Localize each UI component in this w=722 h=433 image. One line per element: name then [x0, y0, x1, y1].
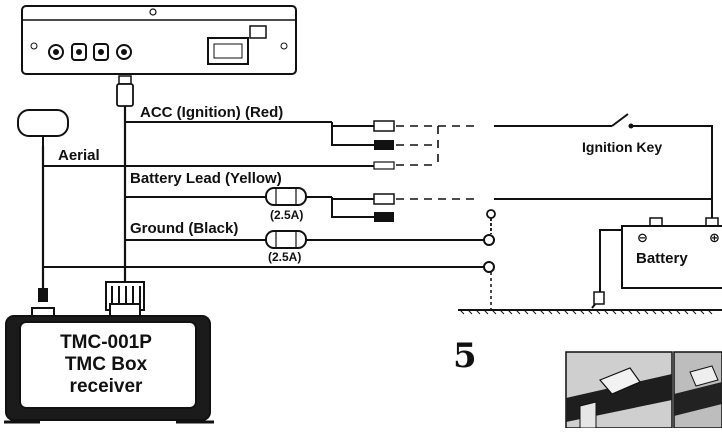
installation-photo — [673, 351, 722, 429]
fuse-holder-icon — [265, 230, 307, 249]
din-connector-icon — [93, 43, 109, 61]
receiver-model: TMC-001P — [60, 332, 152, 353]
label-ignition-key: Ignition Key — [582, 139, 663, 155]
fuse-holder-icon — [265, 187, 307, 206]
spade-connector-icon — [374, 140, 394, 150]
ground-screw-icon — [486, 209, 496, 234]
ring-terminal-icon — [483, 261, 495, 273]
battery-positive-terminal: ⊕ — [709, 230, 720, 245]
tmc-receiver-box — [4, 307, 214, 424]
chassis-ground-icon — [458, 309, 722, 315]
din-connector-icon — [116, 44, 132, 60]
label-ground: Ground (Black) — [130, 220, 239, 237]
battery-icon — [621, 217, 722, 289]
receiver-label: TMC-001P TMC Box receiver — [26, 332, 186, 398]
label-battery-lead: Battery Lead (Yellow) — [130, 170, 282, 187]
label-acc-ignition: ACC (Ignition) (Red) — [140, 104, 284, 121]
ignition-switch-icon — [611, 113, 634, 129]
installation-photo — [565, 351, 673, 429]
spade-connector-icon — [374, 212, 394, 222]
receiver-plug-icon — [38, 281, 145, 319]
label-fuse-rating: (2.5A) — [270, 208, 304, 222]
receiver-name: TMC Box — [64, 354, 148, 375]
receiver-type: receiver — [69, 376, 143, 397]
spade-connector-icon — [373, 193, 395, 205]
battery-negative-terminal: ⊖ — [637, 230, 648, 245]
din-connector-icon — [48, 44, 64, 60]
spade-connector-icon — [373, 120, 395, 132]
aerial-antenna-icon — [17, 109, 69, 146]
label-battery: Battery — [636, 250, 688, 267]
label-aerial: Aerial — [58, 147, 100, 164]
ring-terminal-icon — [483, 234, 495, 246]
page-number: 5 — [453, 336, 477, 376]
label-fuse-rating: (2.5A) — [268, 250, 302, 264]
head-unit-plug — [116, 75, 134, 107]
multi-pin-connector-icon — [207, 25, 267, 65]
din-connector-icon — [71, 43, 87, 61]
head-unit — [21, 5, 297, 75]
